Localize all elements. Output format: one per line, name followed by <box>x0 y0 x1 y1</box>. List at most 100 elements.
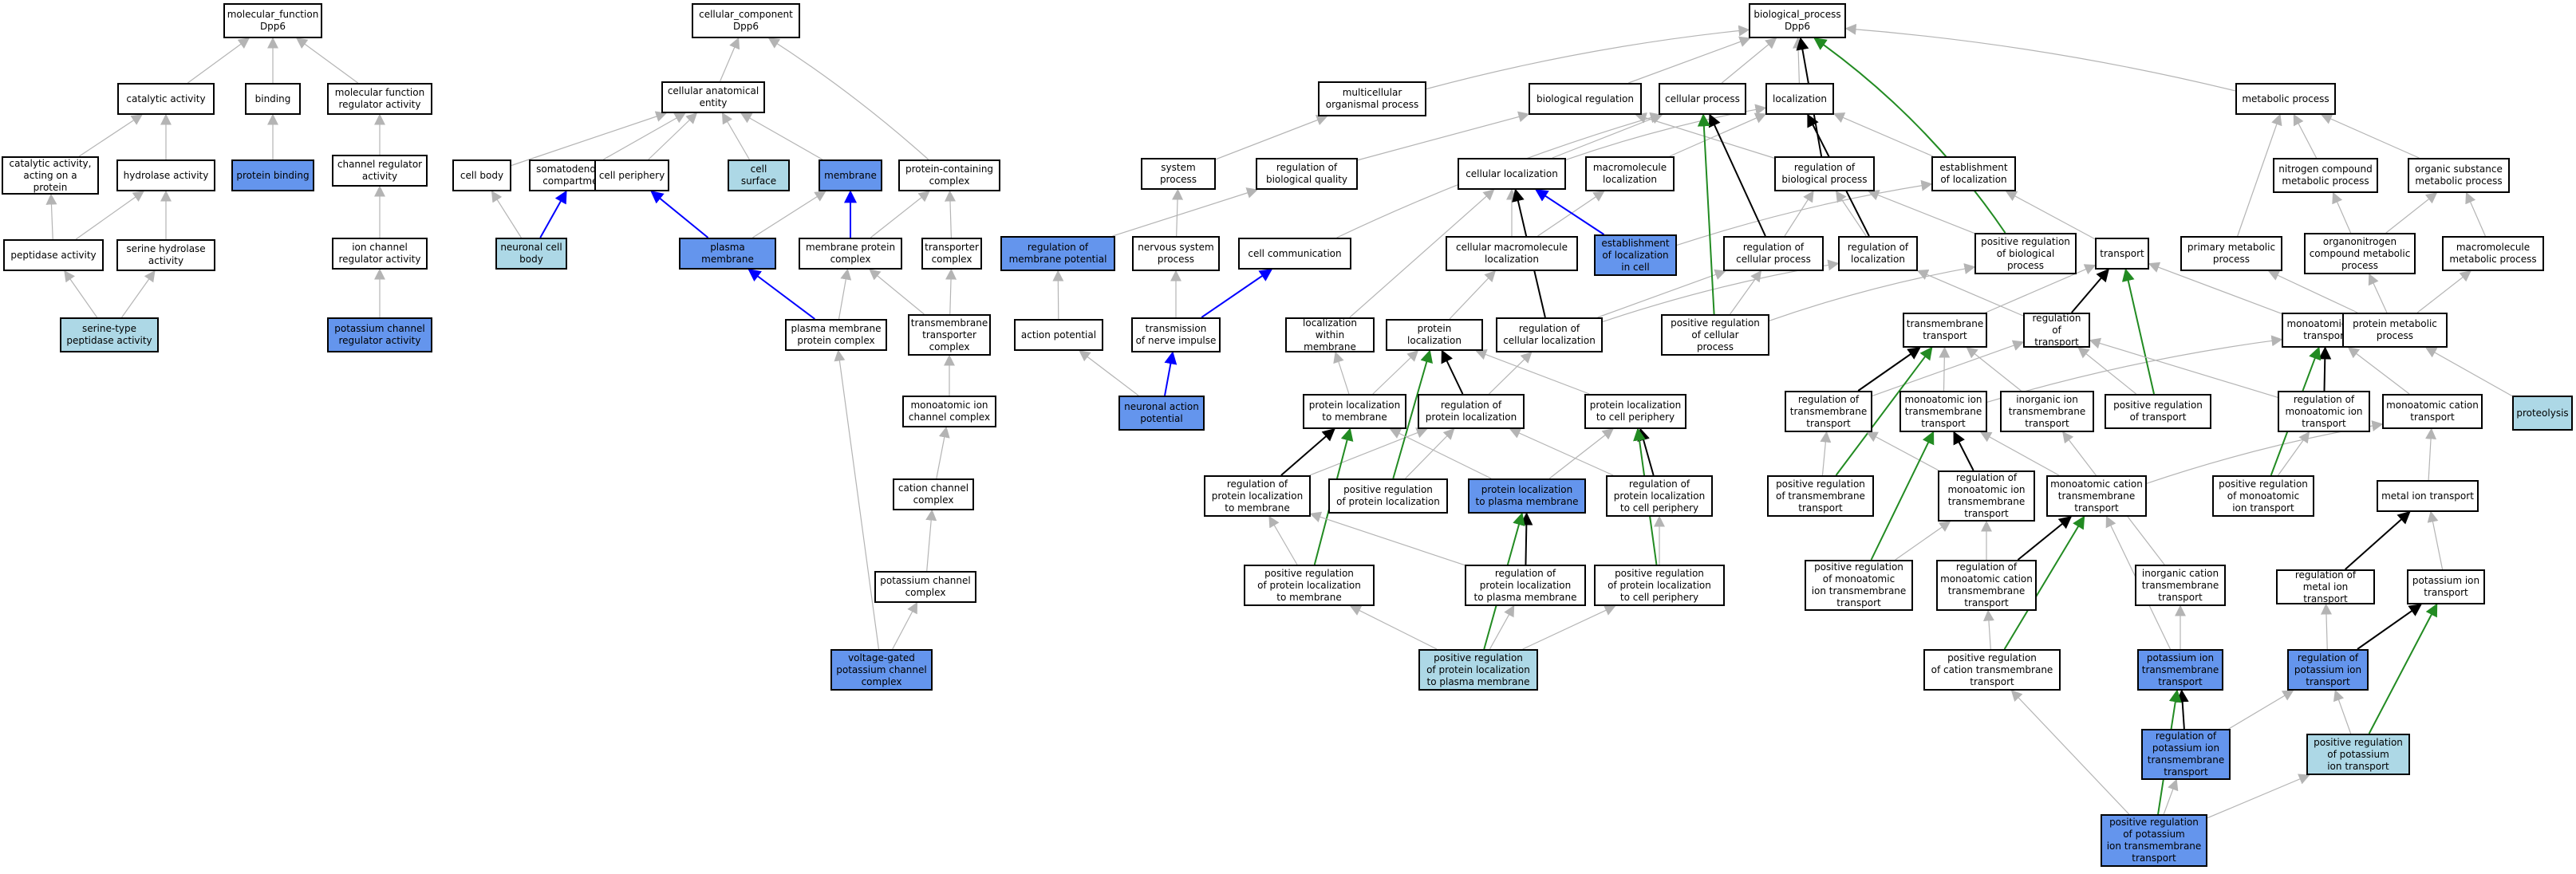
edge-gray-inorganic-tm-transport-to-transmembrane-transport <box>1966 347 2022 392</box>
go-term-reg-bio-process: regulation of biological process <box>1774 156 1875 191</box>
go-term-binding: binding <box>245 83 301 115</box>
edge-gray-metal-ion-transport-to-mono-cation-transport <box>2425 427 2437 481</box>
edge-black-reg-prot-loc-to-protein-localization <box>1441 349 1464 395</box>
go-term-transmission-nerve: transmission of nerve impulse <box>1131 317 1221 352</box>
edge-black-reg-metal-ion-transport-to-metal-ion-transport <box>2345 510 2411 570</box>
go-term-cc-root: cellular_component Dpp6 <box>692 3 800 38</box>
edge-gray-prot-loc-periphery-to-protein-localization <box>1475 348 1590 395</box>
go-term-action-potential: action potential <box>1014 319 1103 351</box>
edge-gray-cell-surface-to-cell-anat <box>721 112 750 160</box>
edge-green-pos-reg-cellular-process-to-cellular-process <box>1697 113 1715 315</box>
edge-gray-pos-reg-tm-transport-to-reg-tm-transport <box>1820 431 1832 476</box>
go-term-cell-periphery: cell periphery <box>594 159 669 191</box>
go-term-macromolecule-localization: macromolecule localization <box>1585 156 1675 191</box>
edge-gray-neuronal-body-to-cell-body <box>491 190 522 238</box>
edge-gray-serine-peptidase-to-serine-hydrolase <box>121 270 156 318</box>
edge-green-pos-reg-cation-tm-to-mono-cation-tm-transport <box>2003 515 2085 650</box>
go-term-hydrolase: hydrolase activity <box>116 159 215 191</box>
go-term-nitrogen-compound: nitrogen compound metabolic process <box>2273 158 2378 193</box>
go-term-organic-substance: organic substance metabolic process <box>2408 158 2510 193</box>
go-term-primary-metabolic: primary metabolic process <box>2180 236 2282 271</box>
go-term-peptidase: peptidase activity <box>3 239 104 271</box>
go-term-loc-within-membrane: localization within membrane <box>1285 317 1375 352</box>
go-term-cell-anat: cellular anatomical entity <box>661 81 765 113</box>
go-term-neuronal-ap: neuronal action potential <box>1118 396 1205 431</box>
edge-gray-metabolic-to-bp-root <box>1844 23 2236 92</box>
go-term-mono-cation-tm-transport: monoatomic cation transmembrane transpor… <box>2046 475 2147 517</box>
edge-gray-mono-cation-transport-to-mono-ion-transport <box>2347 347 2410 395</box>
go-term-metabolic: metabolic process <box>2235 83 2336 115</box>
go-term-cell-communication: cell communication <box>1238 238 1351 270</box>
edge-gray-proteolysis-to-protein-metabolic <box>2424 347 2513 397</box>
edge-black-reg-prot-loc-pm-to-prot-loc-pm <box>1520 512 1533 565</box>
edge-gray-cellular-process-to-bp-root <box>1721 37 1777 84</box>
go-term-k-ion-transport: potassium ion transport <box>2407 569 2485 604</box>
go-term-reg-tm-transport: regulation of transmembrane transport <box>1785 391 1872 432</box>
go-term-membrane-prot-complex: membrane protein complex <box>799 238 902 270</box>
go-term-inorganic-tm-transport: inorganic ion transmembrane transport <box>2000 391 2094 432</box>
edge-gray-multicellular-to-bp-root <box>1426 25 1750 90</box>
edge-gray-reg-prot-loc-periphery-to-reg-prot-loc <box>1509 427 1614 476</box>
edge-gray-loc-within-membrane-to-cellular-localization <box>1349 189 1495 318</box>
go-term-mono-channel-complex: monoatomic ion channel complex <box>902 396 996 427</box>
edge-gray-action-potential-to-reg-membrane-potential <box>1052 270 1064 320</box>
go-term-pos-reg-prot-loc-membrane: positive regulation of protein localizat… <box>1244 565 1375 606</box>
edge-gray-reg-k-ion-tm-transport-to-reg-k-ion-transport <box>2228 690 2294 730</box>
edge-gray-transport-to-establishment-loc <box>2005 191 2096 240</box>
go-term-reg-cellular-process: regulation of cellular process <box>1723 236 1824 271</box>
go-term-pos-reg-transport: positive regulation of transport <box>2105 394 2211 429</box>
edge-gray-pos-reg-k-ion-tm-transport-to-pos-reg-cation-tm <box>2010 689 2130 815</box>
go-term-establishment-in-cell: establishment of localization in cell <box>1594 234 1677 276</box>
edge-green-pos-reg-k-ion-transport-to-k-ion-transport <box>2368 603 2438 734</box>
edge-gray-macromolecule-metabolic-to-organic-substance <box>2465 191 2486 237</box>
edge-gray-pos-reg-cellular-process-to-reg-cellular-process <box>1730 270 1762 315</box>
edge-gray-pm-prot-complex-to-membrane-prot-complex <box>838 268 852 320</box>
edge-gray-cation-channel-complex-to-mono-channel-complex <box>936 426 950 479</box>
go-term-prot-loc-pm: protein localization to plasma membrane <box>1468 478 1586 514</box>
edge-gray-reg-mono-tm-transport-to-reg-tm-transport <box>1866 431 1939 471</box>
edge-gray-cellular-localization-to-localization <box>1565 104 1767 160</box>
edge-black-reg-prot-loc-membrane-to-prot-loc-membrane <box>1280 427 1335 476</box>
edge-gray-transporter-complex-to-protein-complex <box>944 190 956 238</box>
edge-gray-tm-transporter-complex-to-membrane-prot-complex <box>869 269 925 315</box>
edge-gray-reg-mono-transport-to-reg-transport <box>2089 337 2278 398</box>
go-term-protein-complex: protein-containing complex <box>898 159 1000 191</box>
edge-blue-plasma-membrane-to-cell-periphery <box>650 190 709 238</box>
edge-gray-reg-cellular-process-to-reg-bio-process <box>1784 190 1814 237</box>
edge-gray-neuronal-ap-to-action-potential <box>1079 350 1139 396</box>
edge-gray-membrane-prot-complex-to-protein-complex <box>870 191 930 238</box>
edge-gray-pos-reg-prot-loc-pm-to-pos-reg-prot-loc-membrane <box>1349 605 1438 650</box>
edge-gray-pos-reg-prot-loc-pm-to-reg-prot-loc-pm <box>1489 604 1515 650</box>
go-term-localization: localization <box>1765 83 1834 115</box>
go-term-transporter-complex: transporter complex <box>921 238 982 270</box>
go-term-reg-transport: regulation of transport <box>2023 313 2090 348</box>
edge-gray-reg-membrane-potential-to-reg-bio-quality <box>1112 187 1258 237</box>
go-term-bp-root: biological_process Dpp6 <box>1749 3 1846 38</box>
go-term-pos-reg-bio-process: positive regulation of biological proces… <box>1974 233 2077 274</box>
edge-gray-somatodendritic-to-cell-anat <box>603 112 686 160</box>
go-term-channel-reg: channel regulator activity <box>332 155 428 187</box>
go-term-pos-reg-k-ion-tm-transport: positive regulation of potassium ion tra… <box>2101 814 2207 867</box>
go-term-mono-cation-transport: monoatomic cation transport <box>2382 394 2483 429</box>
go-term-cellular-process: cellular process <box>1659 83 1746 115</box>
edge-gray-cell-periphery-to-cell-anat <box>648 112 698 160</box>
go-term-protein-localization: protein localization <box>1386 319 1483 351</box>
edge-gray-cell-macromolecule-loc-to-macromolecule-localization <box>1537 191 1605 237</box>
edge-gray-pos-reg-k-ion-transport-to-reg-k-ion-transport <box>2333 689 2352 734</box>
go-term-reg-localization: regulation of localization <box>1838 236 1918 271</box>
edge-gray-protein-metabolic-to-organonitrogen <box>2368 273 2388 313</box>
go-term-mf-root: molecular_function Dpp6 <box>223 3 322 38</box>
edge-blue-neuronal-ap-to-transmission-nerve <box>1164 351 1178 396</box>
edge-gray-pos-reg-mono-tm-transport-to-reg-mono-tm-transport <box>1895 521 1951 561</box>
edge-gray-reg-prot-loc-membrane-to-reg-prot-loc <box>1309 427 1428 476</box>
edge-black-reg-k-ion-transport-to-k-ion-transport <box>2357 604 2422 650</box>
go-term-vg-k-channel: voltage-gated potassium channel complex <box>830 649 933 691</box>
edge-blue-pm-prot-complex-to-plasma-membrane <box>748 269 815 320</box>
go-term-pos-reg-mono-tm-transport: positive regulation of monoatomic ion tr… <box>1805 560 1913 611</box>
go-term-organonitrogen: organonitrogen compound metabolic proces… <box>2304 233 2416 274</box>
edge-gray-reg-cellular-loc-to-reg-cellular-process <box>1597 269 1726 318</box>
edge-green-pos-reg-transport-to-transport <box>2121 268 2155 395</box>
edge-gray-pos-reg-cation-tm-to-reg-mono-cation-tm <box>1982 609 1994 650</box>
edge-gray-peptidase-to-cat-protein <box>45 193 57 240</box>
